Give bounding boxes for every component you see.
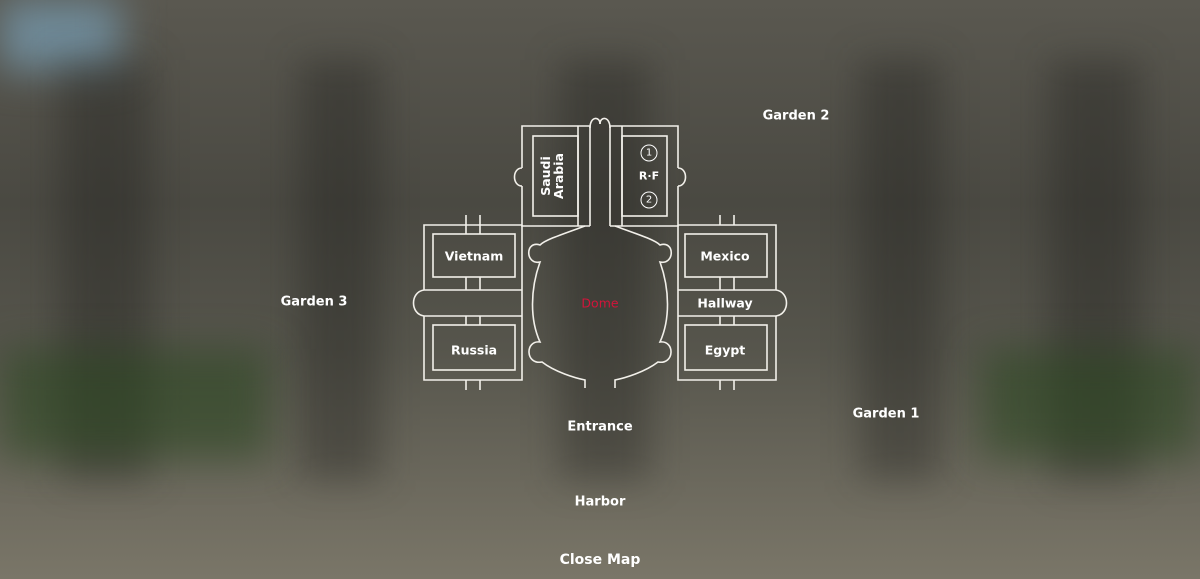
close-map-button[interactable]: Close Map — [559, 552, 641, 568]
restroom-icon[interactable]: R·F — [638, 169, 660, 183]
room-russia[interactable]: Russia — [450, 342, 498, 358]
harbor-link[interactable]: Harbor — [574, 494, 626, 510]
floor-2-button[interactable]: 2 — [640, 191, 658, 209]
room-egypt[interactable]: Egypt — [704, 342, 746, 358]
room-hallway[interactable]: Hallway — [697, 295, 753, 311]
room-vietnam[interactable]: Vietnam — [444, 248, 504, 264]
garden-3-link[interactable]: Garden 3 — [280, 294, 348, 310]
garden-2-link[interactable]: Garden 2 — [762, 108, 830, 124]
room-dome[interactable]: Dome — [581, 295, 619, 311]
saudi-label-2: Arabia — [551, 153, 566, 199]
entrance-link[interactable]: Entrance — [567, 419, 633, 435]
garden-1-link[interactable]: Garden 1 — [852, 406, 920, 422]
floor-1-button[interactable]: 1 — [640, 144, 658, 162]
room-mexico[interactable]: Mexico — [700, 248, 750, 264]
